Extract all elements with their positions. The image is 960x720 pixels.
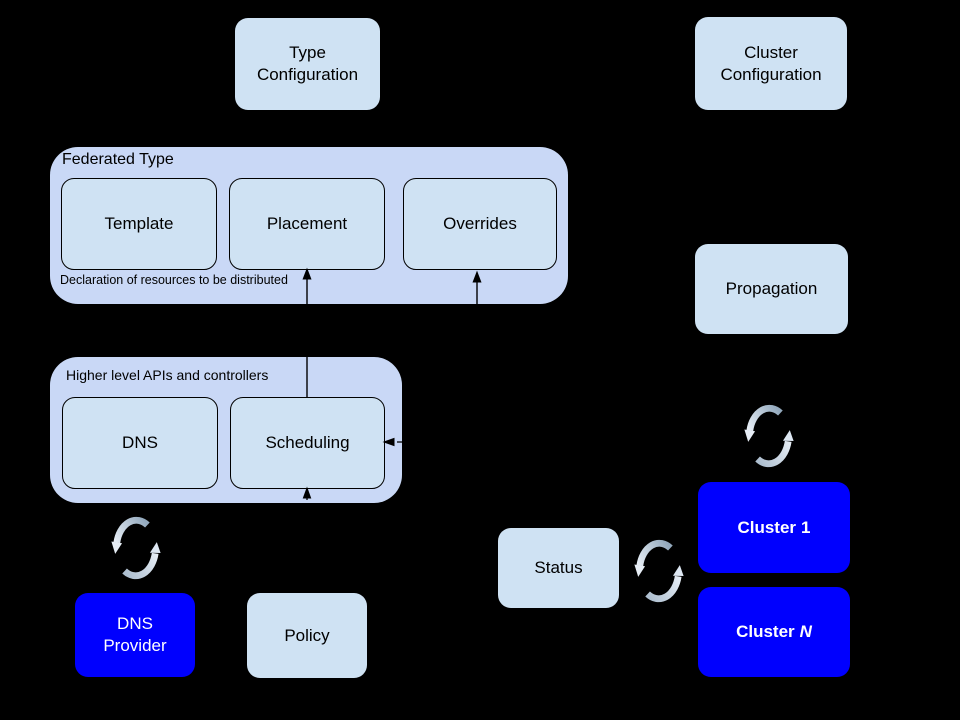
status-label: Status (534, 558, 583, 577)
overrides-label: Overrides (443, 214, 517, 233)
sync-cycle-icon (111, 516, 161, 580)
sync-cycle-icon (744, 404, 794, 468)
scheduling-label: Scheduling (265, 433, 350, 452)
cluster-1-label: Cluster 1 (737, 517, 811, 537)
dns-provider-box: DNS Provider (75, 593, 195, 677)
cluster-configuration-box: Cluster Configuration (695, 17, 847, 110)
propagation-label: Propagation (725, 279, 818, 298)
policy-label: Policy (284, 625, 330, 645)
dns-box: DNS (62, 397, 218, 489)
sync-cycle-icon (634, 539, 684, 603)
type-configuration-label-line2: Configuration (256, 65, 359, 84)
status-box: Status (498, 528, 619, 608)
type-configuration-label-line1: Type (289, 43, 326, 62)
federated-type-group-caption: Declaration of resources to be distribut… (60, 273, 288, 287)
cluster-1-box: Cluster 1 (698, 482, 850, 573)
cluster-configuration-label-line1: Cluster (744, 42, 798, 62)
cluster-configuration-label-line2: Configuration (720, 64, 822, 84)
template-label: Template (104, 214, 174, 233)
policy-box: Policy (247, 593, 367, 678)
cluster-n-label: Cluster N (736, 622, 812, 641)
placement-label: Placement (266, 214, 348, 233)
federated-type-group-title: Federated Type (62, 151, 174, 168)
type-configuration-box: Type Configuration (235, 18, 380, 110)
cluster-n-box: Cluster N (698, 587, 850, 677)
scheduling-box: Scheduling (230, 397, 385, 489)
dns-provider-label-line2: Provider (103, 636, 167, 655)
dns-provider-label-line1: DNS (117, 614, 153, 633)
dns-label: DNS (122, 433, 158, 452)
placement-box: Placement (229, 178, 385, 270)
propagation-box: Propagation (695, 244, 848, 334)
overrides-box: Overrides (403, 178, 557, 270)
higher-apis-group-title: Higher level APIs and controllers (66, 367, 269, 383)
template-box: Template (61, 178, 217, 270)
